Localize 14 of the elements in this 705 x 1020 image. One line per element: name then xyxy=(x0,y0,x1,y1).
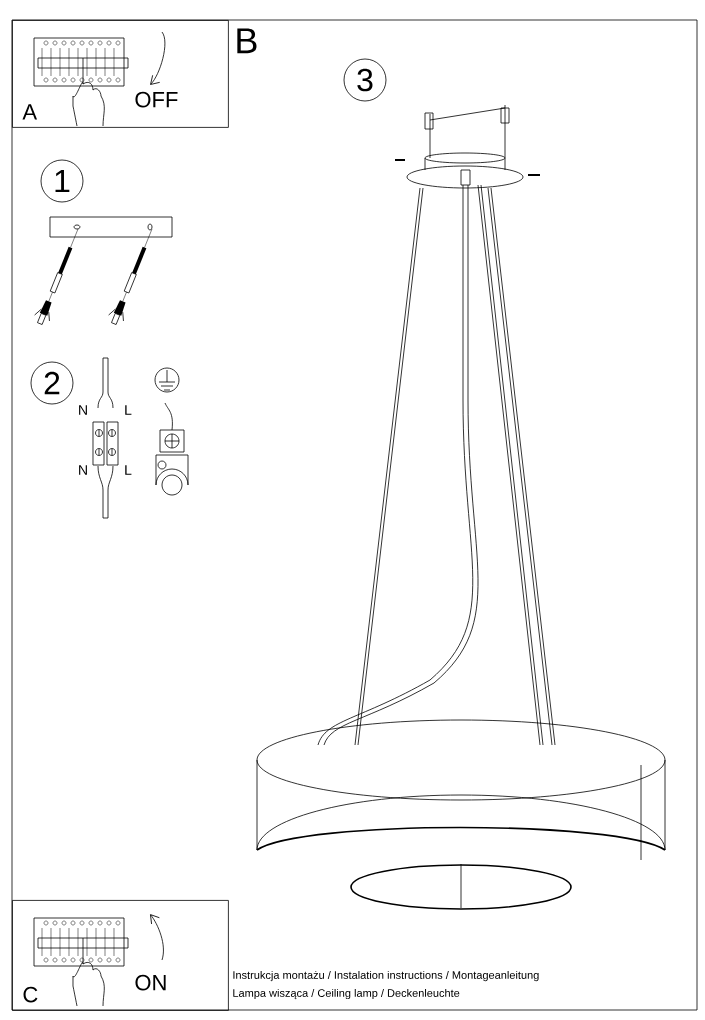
wire-label: N xyxy=(79,405,87,415)
wire-label: L xyxy=(125,465,132,475)
wire-label: N xyxy=(79,465,87,475)
panel-letter: B xyxy=(237,28,257,54)
wire-label: L xyxy=(125,405,132,415)
node-label: ON xyxy=(135,974,166,991)
node-label: C xyxy=(23,986,38,1003)
panel-box: C ON xyxy=(12,900,229,1011)
step-number: 1 xyxy=(40,159,84,203)
panel-box: A OFF xyxy=(12,20,229,128)
node-label: A xyxy=(22,104,38,120)
node-label: OFF xyxy=(135,91,178,108)
step-number: 2 xyxy=(30,361,74,405)
step-number: 3 xyxy=(343,58,387,102)
